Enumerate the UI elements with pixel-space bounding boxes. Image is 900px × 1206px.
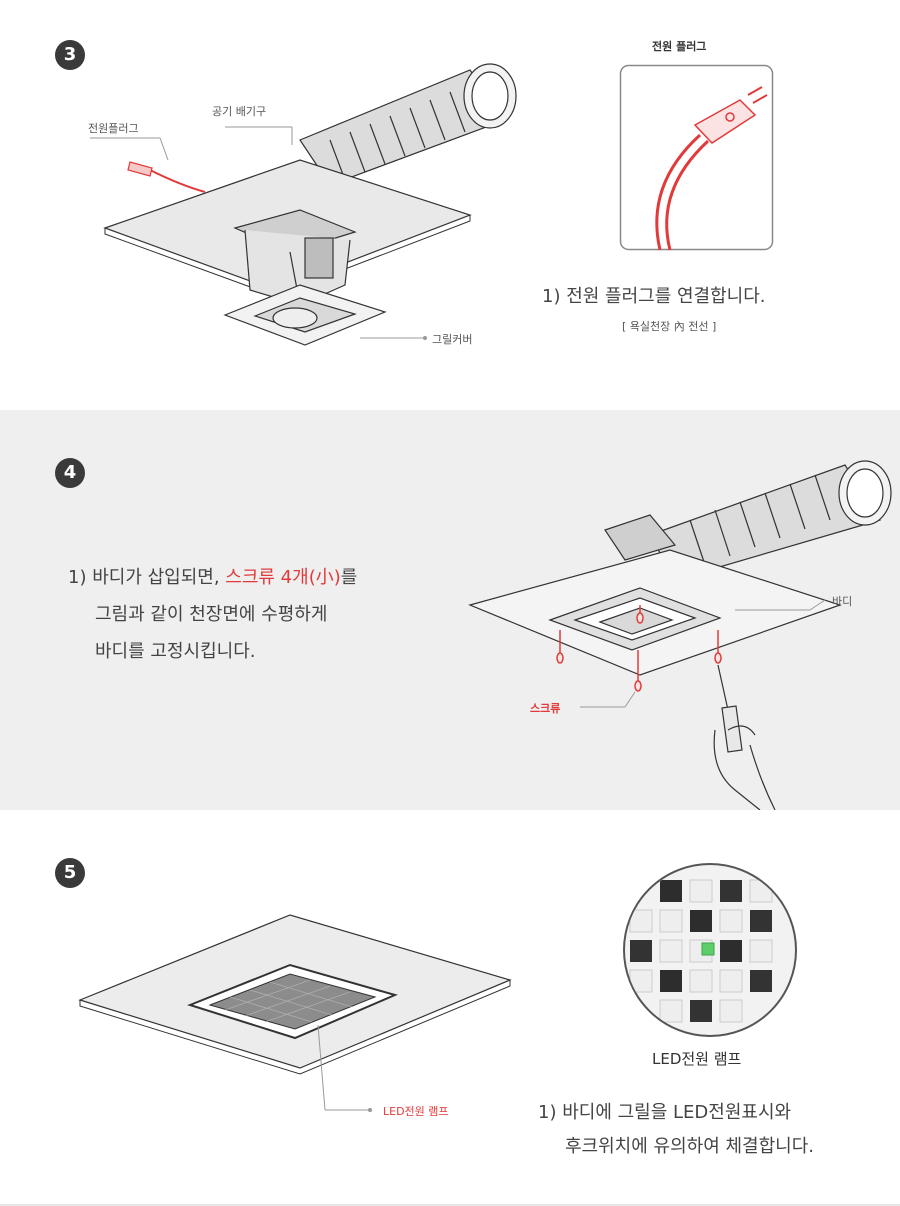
step-4-line-1-suffix: 를 — [340, 567, 358, 588]
step-4-screw-highlight: 스크류 4개(小) — [225, 567, 341, 588]
step-number-3: 3 — [55, 40, 85, 70]
label-body: 바디 — [832, 595, 853, 608]
step-4-section: 4 1) 바디가 삽입되면, 스크류 4개(小)를 그림과 같이 천장면에 수평… — [0, 410, 900, 811]
step-4-line-3: 바디를 고정시킵니다. — [95, 641, 256, 662]
step-4-line-1: 1) 바디가 삽입되면, 스크류 4개(小)를 — [68, 563, 357, 589]
step-number-5: 5 — [55, 858, 85, 888]
inset-title: 전원 플러그 — [652, 40, 707, 53]
bottom-divider — [0, 1204, 900, 1206]
step-number-4: 4 — [55, 458, 85, 488]
step-3-note: [ 욕실천장 內 전선 ] — [622, 320, 717, 333]
label-power-plug: 전원플러그 — [88, 122, 139, 135]
ceiling-fan-install-illustration — [90, 63, 517, 346]
grille-attached-illustration — [78, 914, 512, 1112]
step-5-section: 5 LED전원 램프 LED전원 램프 1) 바디에 그릴을 LED전원 — [0, 810, 900, 1206]
step-4-line-2: 그림과 같이 천장면에 수평하게 — [95, 604, 328, 625]
body-fixing-illustration — [468, 460, 892, 811]
label-screw: 스크류 — [530, 702, 561, 715]
step-5-instruction-line-1: 1) 바디에 그릴을 LED전원표시와 — [538, 1102, 792, 1123]
step-3-section: 3 — [0, 0, 900, 410]
step-3-instruction: 1) 전원 플러그를 연결합니다. — [542, 286, 766, 307]
power-plug-inset — [619, 64, 774, 251]
label-grille-cover: 그릴커버 — [432, 333, 473, 346]
inset-caption-led: LED전원 램프 — [652, 1050, 742, 1068]
step-5-instruction-line-2: 후크위치에 유의하여 체결합니다. — [565, 1136, 815, 1157]
step-4-line-1-prefix: 1) 바디가 삽입되면, — [68, 567, 226, 588]
label-led-power-lamp: LED전원 램프 — [383, 1105, 449, 1118]
led-lamp-closeup-inset — [623, 863, 797, 1037]
label-air-exhaust: 공기 배기구 — [212, 105, 267, 118]
